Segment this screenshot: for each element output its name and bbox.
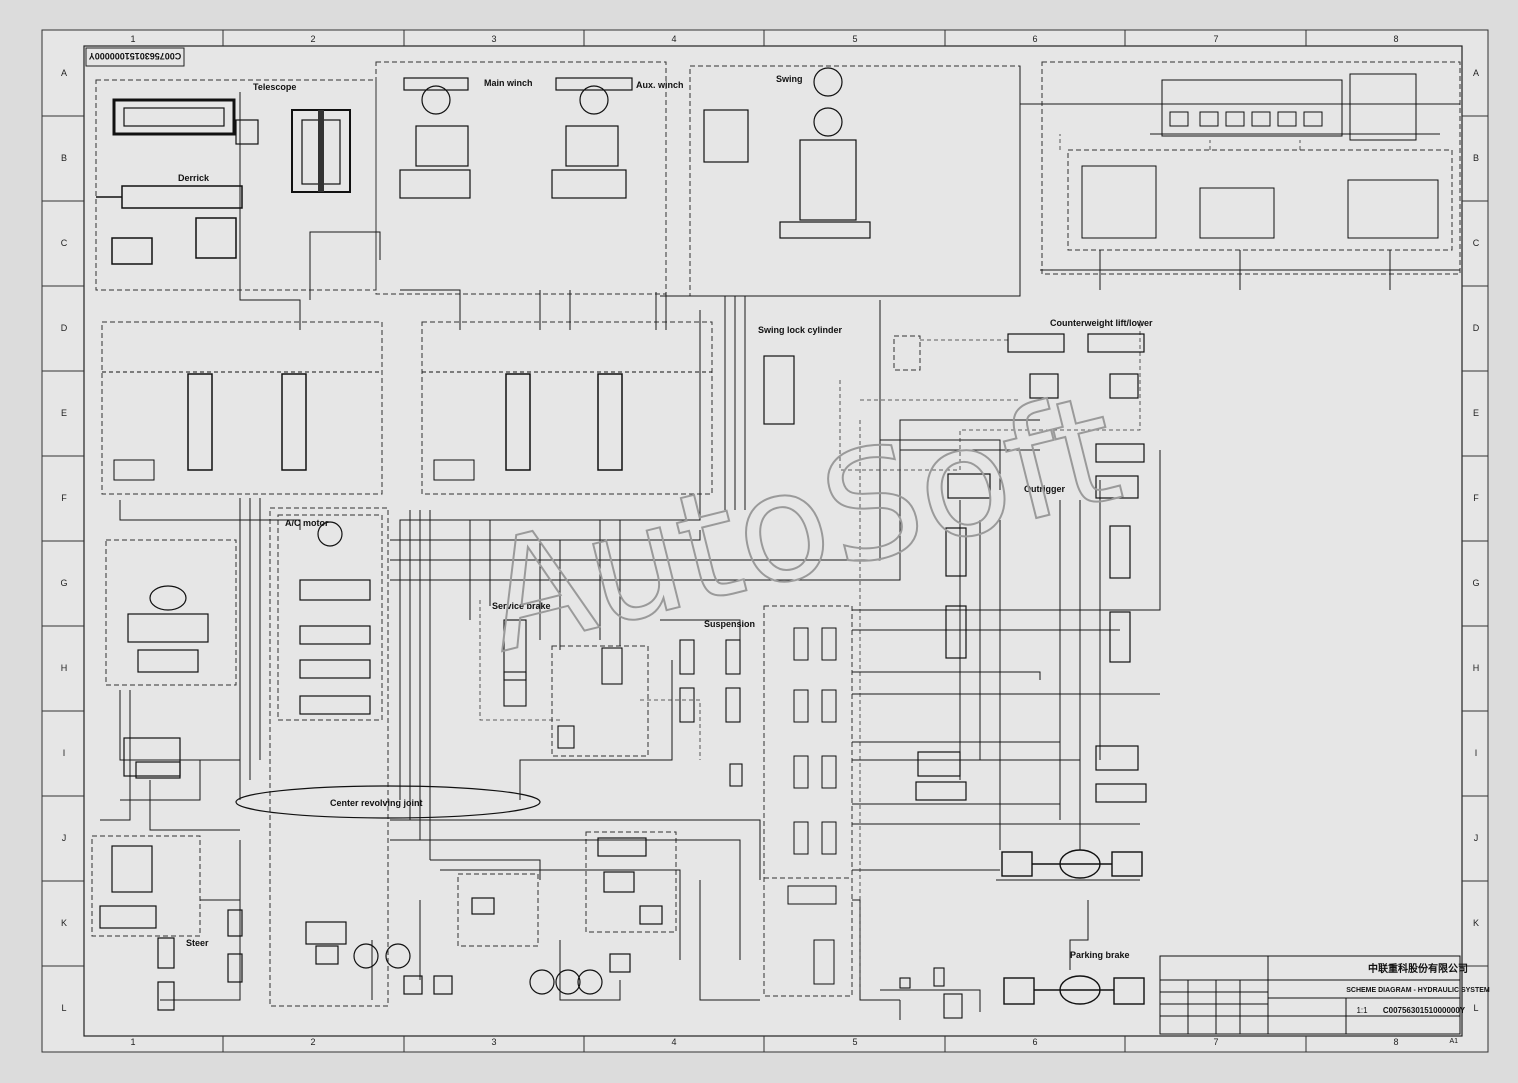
row-label-left: H <box>61 663 68 673</box>
label-center-joint: Center revolving joint <box>330 798 423 808</box>
column-label-bottom: 3 <box>491 1037 496 1047</box>
swing-lock-cylinder <box>763 355 795 425</box>
label-steer: Steer <box>186 938 209 948</box>
row-label-right: A <box>1473 68 1479 78</box>
row-label-left: L <box>61 1003 66 1013</box>
doc-id-box: C0075630151000000Y <box>85 47 185 67</box>
column-label-top: 3 <box>491 34 496 44</box>
assembly-boundaries <box>91 61 1461 1007</box>
row-label-right: L <box>1473 1003 1478 1013</box>
column-label-top: 7 <box>1213 34 1218 44</box>
row-label-right: K <box>1473 918 1479 928</box>
row-label-left: E <box>61 408 67 418</box>
drawing-title: SCHEME DIAGRAM - HYDRAULIC SYSTEM <box>1346 987 1490 994</box>
row-label-left: G <box>60 578 67 588</box>
column-label-bottom: 7 <box>1213 1037 1218 1047</box>
label-suspension: Suspension <box>704 619 755 629</box>
row-label-right: C <box>1473 238 1480 248</box>
solenoid-valve-bank <box>1081 73 1439 239</box>
ac-motor <box>299 521 371 715</box>
column-label-bottom: 1 <box>130 1037 135 1047</box>
label-derrick: Derrick <box>178 173 210 183</box>
row-label-right: I <box>1475 748 1478 758</box>
drawing-number: C0075630151000000Y <box>1383 1006 1466 1015</box>
row-label-left: K <box>61 918 67 928</box>
label-main-winch: Main winch <box>484 78 533 88</box>
row-label-left: D <box>61 323 68 333</box>
winch-motors <box>399 77 633 199</box>
row-label-right: E <box>1473 408 1479 418</box>
row-label-right: J <box>1474 833 1479 843</box>
label-telescope: Telescope <box>253 82 296 92</box>
hydraulic-lines <box>100 66 1460 1020</box>
counterweight-cylinders <box>1007 333 1145 399</box>
column-label-bottom: 5 <box>852 1037 857 1047</box>
row-label-left: C <box>61 238 68 248</box>
row-label-left: I <box>63 748 66 758</box>
outrigger-solenoid-column <box>787 627 837 985</box>
company-name: 中联重科股份有限公司 <box>1368 962 1468 975</box>
telescope-cylinder <box>112 98 351 193</box>
column-label-top: 2 <box>310 34 315 44</box>
drawing-scale: 1:1 <box>1356 1006 1368 1015</box>
control-valve-blocks <box>102 371 712 481</box>
swing-motor <box>703 67 871 239</box>
label-swing: Swing <box>776 74 803 84</box>
label-counterweight: Counterweight lift/lower <box>1050 318 1153 328</box>
column-label-bottom: 6 <box>1032 1037 1037 1047</box>
row-label-right: G <box>1472 578 1479 588</box>
column-label-top: 5 <box>852 34 857 44</box>
column-label-bottom: 8 <box>1393 1037 1398 1047</box>
column-label-bottom: 2 <box>310 1037 315 1047</box>
center-revolving-joint: Center revolving joint <box>235 785 541 819</box>
row-label-left: A <box>61 68 67 78</box>
sheet-size: A1 <box>1449 1038 1458 1045</box>
label-aux-winch: Aux. winch <box>636 80 684 90</box>
row-label-right: B <box>1473 153 1479 163</box>
column-label-top: 8 <box>1393 34 1398 44</box>
label-swing-lock: Swing lock cylinder <box>758 325 843 335</box>
derrick-cylinder <box>96 185 243 265</box>
label-service-brake: Service brake <box>492 601 551 611</box>
outrigger-cylinders <box>915 443 1147 803</box>
steering-pump-group <box>99 585 243 1011</box>
row-label-left: F <box>61 493 67 503</box>
main-pumps <box>305 837 663 995</box>
label-ac-motor: A/C motor <box>285 518 329 528</box>
title-block: 中联重科股份有限公司 SCHEME DIAGRAM - HYDRAULIC SY… <box>1159 955 1490 1035</box>
column-label-bottom: 4 <box>671 1037 676 1047</box>
column-label-top: 6 <box>1032 34 1037 44</box>
column-label-top: 1 <box>130 34 135 44</box>
service-brake-valve <box>503 619 623 749</box>
label-parking-brake: Parking brake <box>1070 950 1130 960</box>
pilot-lines <box>479 134 1301 990</box>
suspension-valves <box>679 639 743 787</box>
column-label-top: 4 <box>671 34 676 44</box>
label-outrigger: Outrigger <box>1024 484 1065 494</box>
row-label-left: J <box>62 833 67 843</box>
row-label-right: F <box>1473 493 1479 503</box>
row-label-right: D <box>1473 323 1480 333</box>
doc-id-text: C0075630151000000Y <box>89 51 182 61</box>
row-label-right: H <box>1473 663 1480 673</box>
brake-accumulator-group <box>899 967 963 1019</box>
axle-assemblies <box>1001 849 1145 1005</box>
row-label-left: B <box>61 153 67 163</box>
